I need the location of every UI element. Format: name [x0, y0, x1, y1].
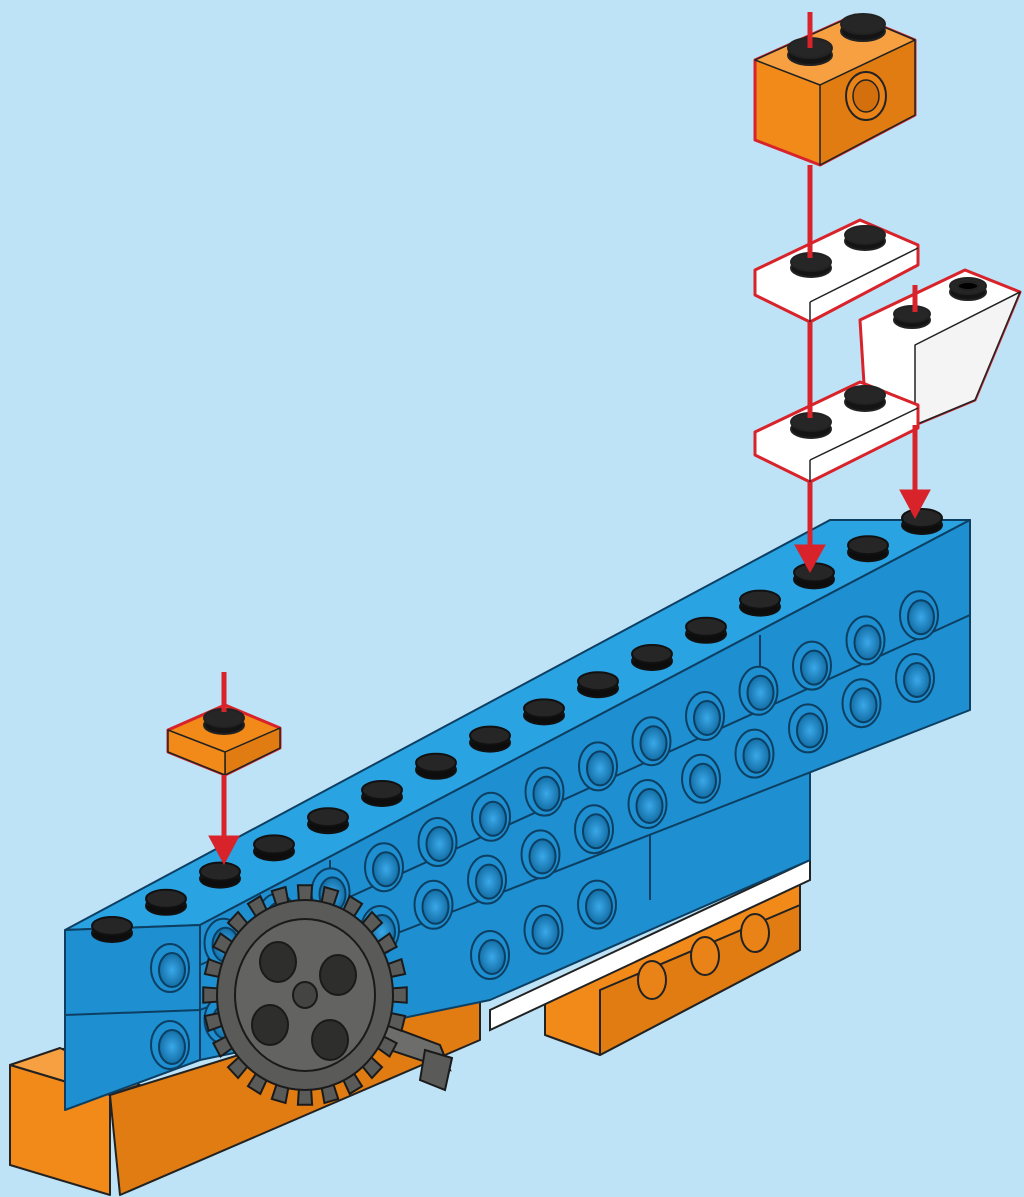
- technic-hole: [847, 616, 885, 664]
- technic-hole: [415, 881, 453, 929]
- technic-hole: [579, 742, 617, 790]
- technic-hole: [151, 944, 189, 992]
- technic-hole: [578, 881, 616, 929]
- dark-gray-gear: [203, 885, 407, 1104]
- technic-hole: [525, 906, 563, 954]
- stud: [200, 863, 240, 888]
- technic-hole: [526, 768, 564, 816]
- technic-hole: [686, 692, 724, 740]
- technic-hole: [736, 730, 774, 778]
- stud: [146, 890, 186, 915]
- technic-hole: [900, 591, 938, 639]
- stud: [902, 509, 942, 534]
- technic-hole: [151, 1021, 189, 1069]
- technic-hole: [629, 780, 667, 828]
- technic-hole: [740, 667, 778, 715]
- stud: [470, 727, 510, 752]
- stud: [416, 754, 456, 779]
- technic-hole: [471, 931, 509, 979]
- technic-hole: [575, 805, 613, 853]
- technic-hole: [419, 818, 457, 866]
- stud: [632, 645, 672, 670]
- stud: [794, 563, 834, 588]
- stud: [740, 591, 780, 616]
- technic-hole: [789, 704, 827, 752]
- technic-hole: [522, 830, 560, 878]
- stud: [362, 781, 402, 806]
- stud: [92, 917, 132, 942]
- stud: [524, 699, 564, 724]
- stud: [686, 618, 726, 643]
- stud: [848, 536, 888, 561]
- technic-hole: [793, 642, 831, 690]
- stud: [308, 808, 348, 833]
- technic-hole: [472, 793, 510, 841]
- stud: [254, 835, 294, 860]
- stud: [578, 672, 618, 697]
- technic-hole: [896, 654, 934, 702]
- technic-hole: [365, 843, 403, 891]
- technic-hole: [468, 856, 506, 904]
- technic-hole: [843, 679, 881, 727]
- technic-hole: [682, 755, 720, 803]
- technic-hole: [633, 717, 671, 765]
